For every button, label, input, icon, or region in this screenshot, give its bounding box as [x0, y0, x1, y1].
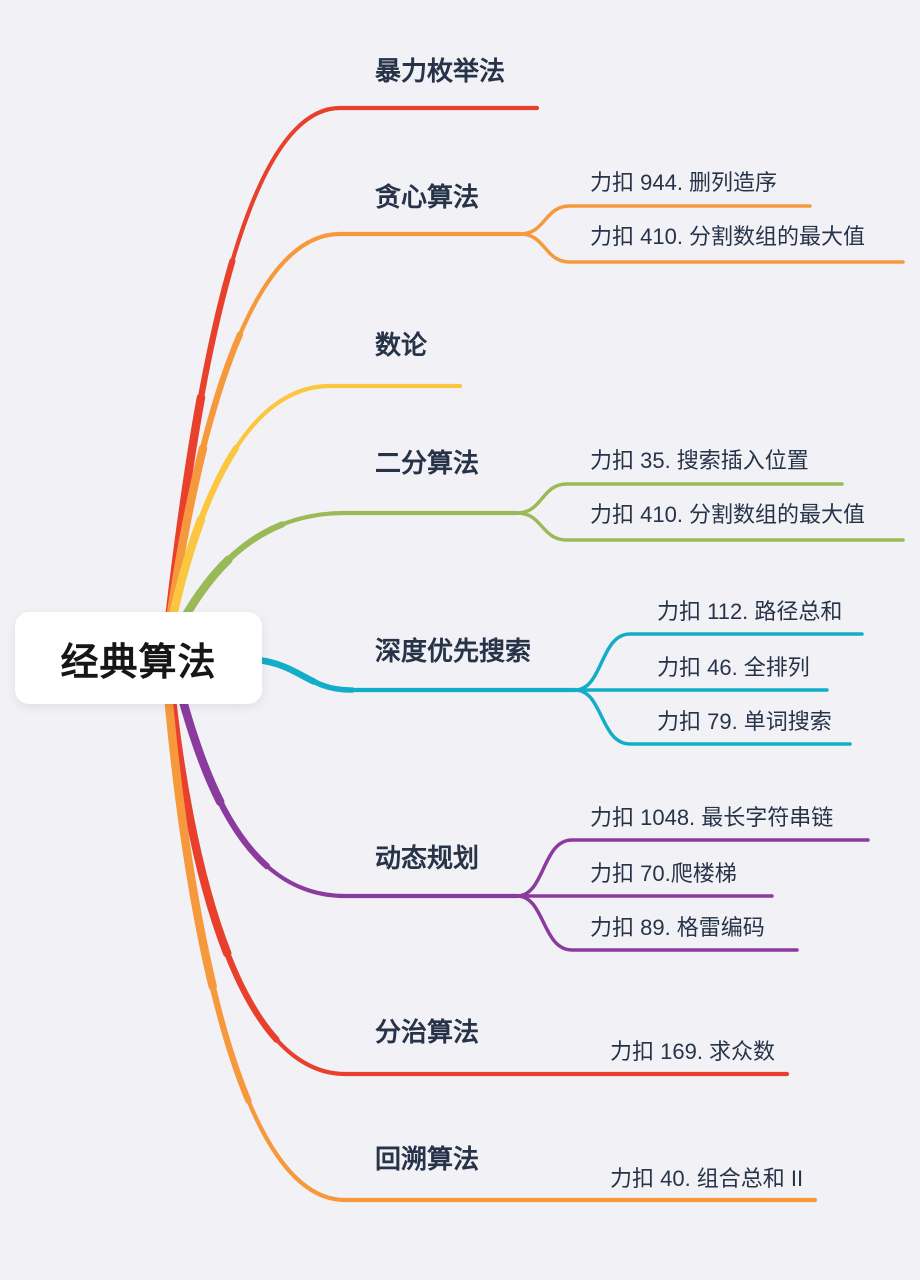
branch-line-dfs-taper-thick	[254, 656, 579, 694]
child-label-leetcode-40[interactable]: 力扣 40. 组合总和 II	[610, 1166, 804, 1191]
branch-label-dp[interactable]: 动态规划	[375, 843, 480, 873]
child-label-leetcode-46[interactable]: 力扣 46. 全排列	[657, 655, 810, 680]
child-line-leetcode-112	[573, 632, 864, 692]
child-label-leetcode-169[interactable]: 力扣 169. 求众数	[610, 1039, 776, 1064]
branch-label-backtracking[interactable]: 回溯算法	[375, 1144, 480, 1174]
root-node-title: 经典算法	[60, 641, 217, 684]
branch-lines-dp	[167, 655, 870, 952]
child-label-leetcode-70[interactable]: 力扣 70.爬楼梯	[590, 861, 737, 886]
child-label-leetcode-112[interactable]: 力扣 112. 路径总和	[657, 599, 843, 624]
child-line-leetcode-89	[515, 894, 799, 952]
branch-lines-dfs	[254, 632, 864, 746]
child-line-leetcode-410-greedy	[518, 232, 905, 264]
child-label-leetcode-1048[interactable]: 力扣 1048. 最长字符串链	[590, 805, 834, 830]
root-node[interactable]: 经典算法	[15, 612, 262, 704]
child-line-leetcode-1048	[515, 838, 870, 898]
branch-label-divide-conquer[interactable]: 分治算法	[375, 1017, 480, 1047]
branch-lines-greedy	[160, 204, 905, 660]
branch-label-brute-force[interactable]: 暴力枚举法	[375, 56, 506, 86]
child-label-leetcode-79[interactable]: 力扣 79. 单词搜索	[657, 709, 832, 734]
branch-line-greedy	[162, 231, 523, 658]
child-label-leetcode-944[interactable]: 力扣 944. 删列造序	[590, 170, 778, 195]
child-label-leetcode-35[interactable]: 力扣 35. 搜索插入位置	[590, 448, 809, 473]
child-label-leetcode-89[interactable]: 力扣 89. 格雷编码	[590, 915, 765, 940]
branch-line-backtracking-taper-thick	[160, 655, 820, 1205]
branch-label-binary-search[interactable]: 二分算法	[375, 448, 480, 478]
child-label-leetcode-410-binary[interactable]: 力扣 410. 分割数组的最大值	[590, 502, 866, 527]
branch-line-greedy-taper-thick	[160, 229, 525, 660]
branch-line-divide-conquer-taper-thick	[163, 655, 792, 1079]
branch-line-number-theory-taper-thick	[160, 381, 465, 660]
branch-lines-divide-conquer	[163, 655, 792, 1079]
child-line-leetcode-944	[518, 204, 812, 236]
child-line-leetcode-410-binary	[515, 511, 905, 542]
branch-label-dfs[interactable]: 深度优先搜索	[375, 636, 532, 666]
child-line-leetcode-35	[515, 482, 844, 515]
branch-line-greedy-taper-mid	[161, 230, 524, 659]
branch-line-dp-taper-thick	[167, 655, 522, 901]
child-line-leetcode-79	[573, 688, 852, 746]
branch-lines-backtracking	[160, 655, 820, 1205]
child-label-leetcode-410-greedy[interactable]: 力扣 410. 分割数组的最大值	[590, 224, 866, 249]
branch-lines-number-theory	[160, 381, 465, 660]
branch-label-greedy[interactable]: 贪心算法	[375, 182, 480, 212]
branch-label-number-theory[interactable]: 数论	[375, 330, 428, 360]
